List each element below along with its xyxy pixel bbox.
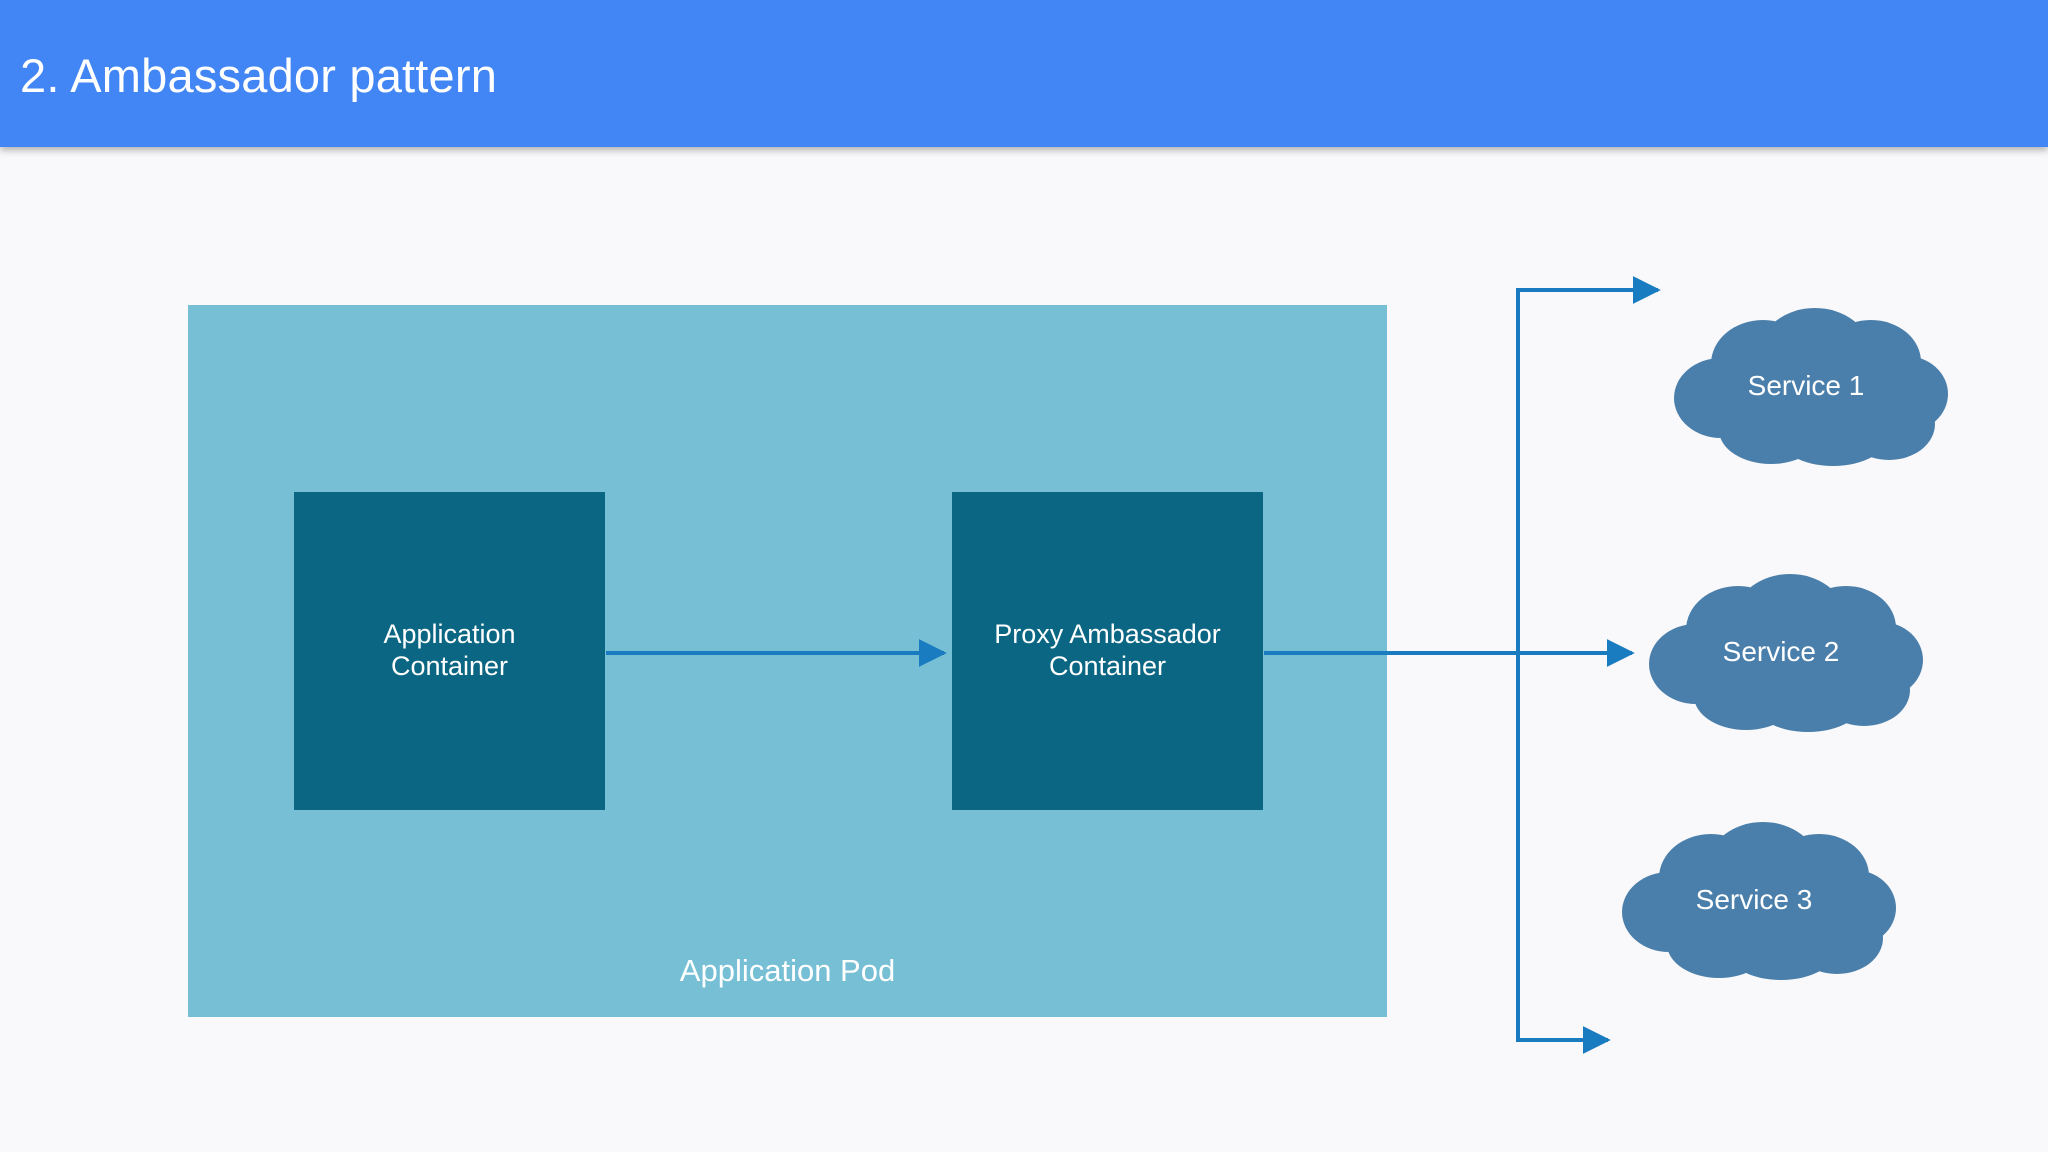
application-pod-label: Application Pod — [679, 953, 896, 988]
proxy-ambassador-line2: Container — [1048, 651, 1167, 681]
application-container-label: Application Container — [373, 619, 525, 683]
service-2-cloud[interactable]: Service 2 — [1638, 572, 1924, 732]
service-1-cloud[interactable]: Service 1 — [1663, 306, 1949, 466]
application-container-line2: Container — [390, 651, 509, 681]
cloud-icon — [1674, 308, 1948, 466]
proxy-ambassador-container-box[interactable]: Proxy Ambassador Container — [952, 492, 1263, 810]
cloud-icon — [1622, 822, 1896, 980]
service-3-cloud[interactable]: Service 3 — [1611, 820, 1897, 980]
cloud-icon — [1649, 574, 1923, 732]
application-container-box[interactable]: Application Container — [294, 492, 605, 810]
header-banner: 2. Ambassador pattern — [0, 0, 2048, 147]
proxy-ambassador-line1: Proxy Ambassador — [994, 619, 1221, 650]
page-title: 2. Ambassador pattern — [20, 49, 498, 102]
diagram-canvas: Application Pod Application Container Pr… — [0, 147, 2048, 1152]
application-container-line1: Application — [383, 619, 516, 650]
proxy-ambassador-container-label: Proxy Ambassador Container — [984, 619, 1231, 683]
